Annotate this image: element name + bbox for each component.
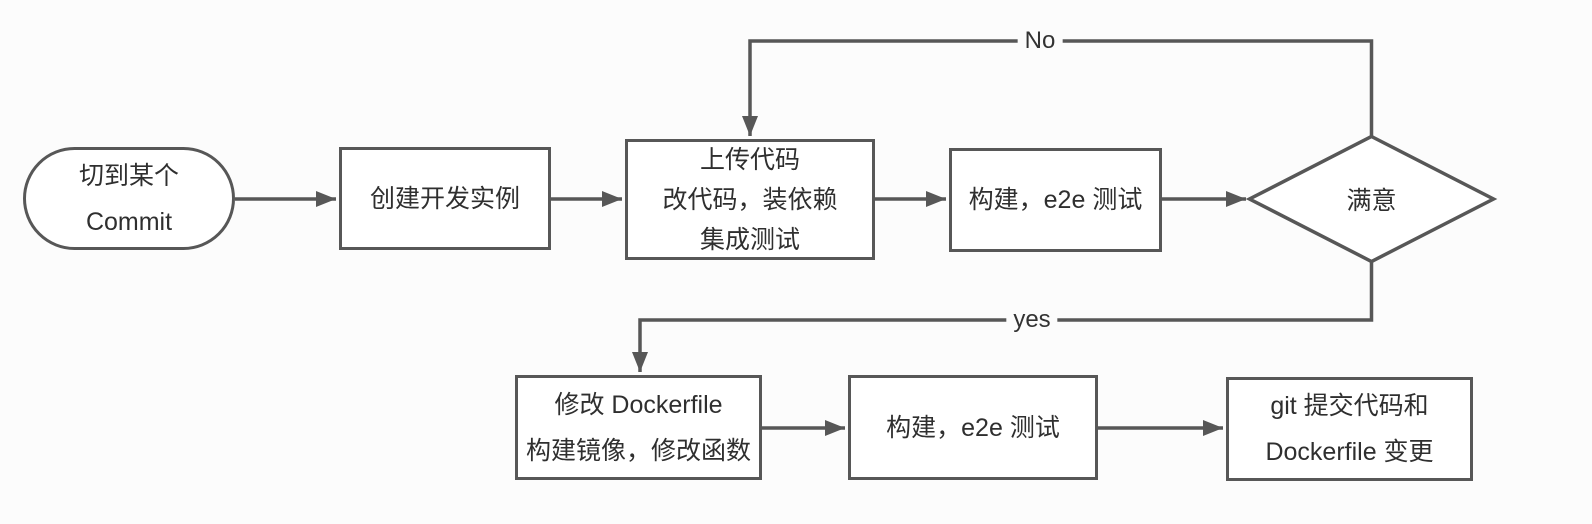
node-build-e2e-test-1: 构建，e2e 测试 xyxy=(949,148,1162,252)
node-build-e2e-test-2: 构建，e2e 测试 xyxy=(848,375,1098,480)
node-commit: 切到某个 Commit xyxy=(23,147,235,250)
node-label: 构建，e2e 测试 xyxy=(886,413,1060,442)
node-label: 改代码，装依赖 xyxy=(662,185,838,214)
node-label: 切到某个 xyxy=(78,161,179,190)
node-modify-dockerfile: 修改 Dockerfile 构建镜像，修改函数 xyxy=(515,375,762,480)
node-label: 修改 Dockerfile xyxy=(554,390,723,419)
edge-decision-no-loop xyxy=(742,39,1374,137)
decision-diamond-shape xyxy=(1245,134,1498,264)
node-label: 构建镜像，修改函数 xyxy=(525,436,751,465)
node-label: Dockerfile 变更 xyxy=(1265,438,1434,466)
node-label: 创建开发实例 xyxy=(369,184,520,213)
node-label: 满意 xyxy=(1346,187,1397,215)
node-label: git 提交代码和 xyxy=(1270,392,1429,420)
edge-label-yes: yes xyxy=(1006,306,1058,334)
node-upload-code: 上传代码 改代码，装依赖 集成测试 xyxy=(625,139,875,260)
node-label: Commit xyxy=(85,207,173,236)
node-label: 集成测试 xyxy=(699,225,800,254)
node-label: 构建，e2e 测试 xyxy=(968,186,1143,214)
edge-decision-yes-branch xyxy=(632,261,1374,372)
node-git-commit: git 提交代码和 Dockerfile 变更 xyxy=(1226,377,1473,481)
node-create-dev-instance: 创建开发实例 xyxy=(339,147,551,250)
node-satisfied: 满意 xyxy=(1271,174,1472,224)
node-label: 上传代码 xyxy=(699,145,800,174)
edge-label-no: No xyxy=(1017,27,1063,55)
